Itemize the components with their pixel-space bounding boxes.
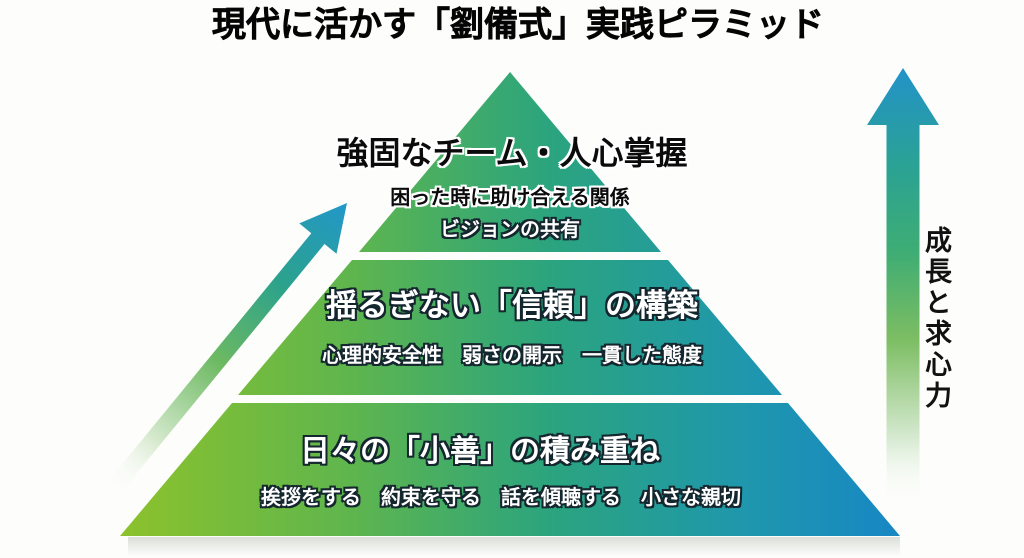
up-arrow-icon: [867, 68, 939, 505]
pyramid-tier-bottom: [120, 403, 900, 536]
tier-top-subline-2: ビジョンの共有: [440, 217, 580, 241]
tier-top-heading: 強固なチーム・人心掌握: [336, 134, 688, 172]
tier-top-subline-1: 困った時に助け合える関係: [390, 185, 630, 209]
page-title: 現代に活かす「劉備式」実践ピラミッド: [212, 5, 825, 45]
tier-bottom-subline: 挨拶をする 約束を守る 話を傾聴する 小さな親切: [261, 485, 741, 509]
pyramid-tier-middle: [238, 260, 782, 395]
diagonal-up-arrow-icon: [105, 203, 348, 496]
tier-bottom-heading: 日々の「小善」の積み重ね: [300, 434, 660, 469]
tier-middle-subline: 心理的安全性 弱さの開示 一貫した態度: [322, 343, 702, 367]
pyramid-tier-top: [359, 72, 661, 252]
pyramid-ground-shadow: [128, 537, 900, 556]
growth-axis-label: 成長と求心力: [920, 226, 951, 412]
tier-middle-heading: 揺るぎない「信頼」の構築: [326, 288, 698, 324]
